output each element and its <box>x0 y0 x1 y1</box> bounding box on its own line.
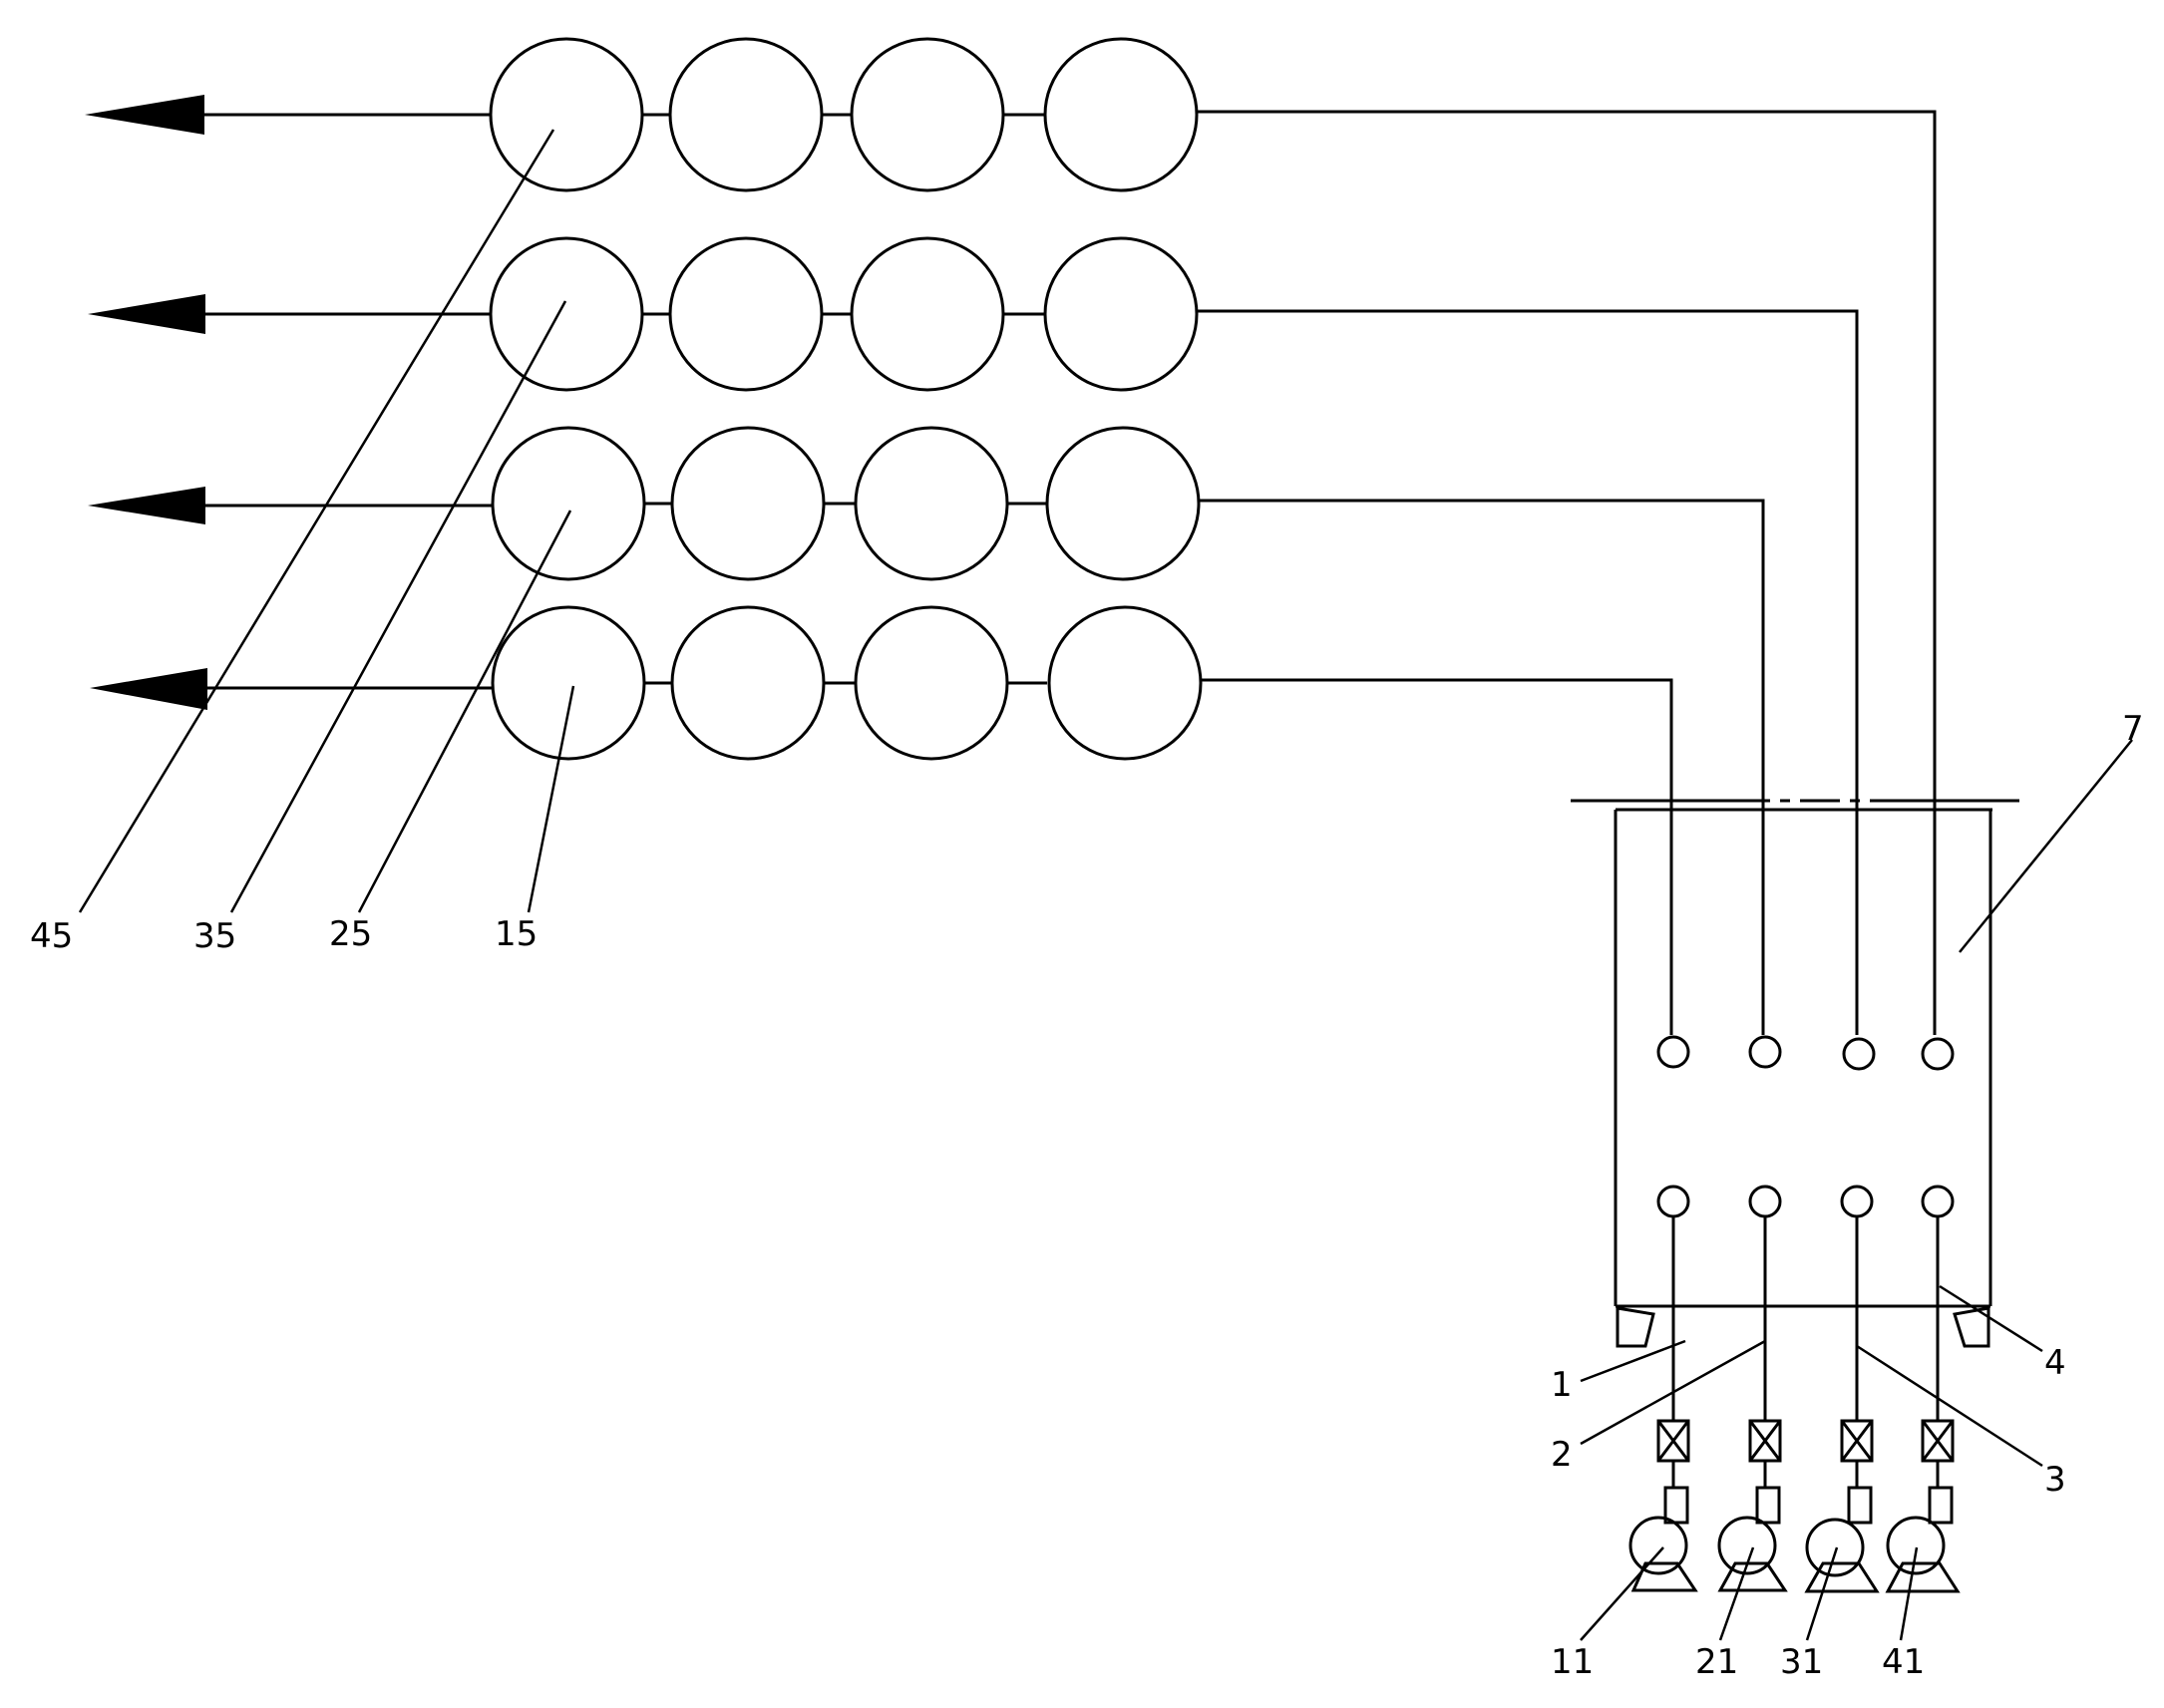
filter-vessel <box>1047 605 1203 761</box>
inlet-nozzle <box>1921 1037 1955 1071</box>
filter-vessel <box>668 37 824 192</box>
outlet-arrow-4 <box>90 668 207 710</box>
feed-pipe-1 <box>1197 110 1937 1035</box>
filter-vessel <box>489 236 644 392</box>
filter-vessel <box>489 37 644 192</box>
leader-31 <box>1805 1546 1839 1641</box>
inlet-nozzle <box>1656 1035 1690 1069</box>
leader-1 <box>1580 1339 1686 1383</box>
leader-45 <box>78 129 555 913</box>
leader-35 <box>229 300 567 913</box>
tank-foot-right <box>1953 1306 1990 1348</box>
filter-vessel <box>670 605 826 761</box>
leader-4 <box>1939 1284 2043 1353</box>
outlet-nozzle <box>1921 1185 1955 1218</box>
feed-pipe-4 <box>1201 678 1673 1035</box>
feed-pipe-2 <box>1197 309 1859 1035</box>
outlet-arrow-3 <box>88 487 205 524</box>
valve <box>1748 1419 1782 1463</box>
filter-vessel <box>1043 236 1199 392</box>
outlet-arrow-1 <box>85 95 204 135</box>
label-2: 2 <box>1551 1435 1573 1475</box>
leader-41 <box>1899 1546 1919 1641</box>
leader-11 <box>1580 1546 1664 1641</box>
label-41: 41 <box>1882 1642 1925 1682</box>
pump-41 <box>1885 1486 1961 1593</box>
filter-vessel <box>850 37 1005 192</box>
label-1: 1 <box>1551 1365 1573 1405</box>
feed-pipe-3 <box>1199 499 1765 1035</box>
filter-vessel <box>668 236 824 392</box>
leader-7 <box>1959 739 2133 953</box>
valve <box>1921 1419 1955 1463</box>
valve <box>1840 1419 1874 1463</box>
filter-row-4 <box>90 605 1673 1035</box>
label-7: 7 <box>2122 709 2144 749</box>
filter-row-2 <box>88 236 1859 1035</box>
filter-row-1 <box>85 37 1937 1035</box>
inlet-nozzle <box>1748 1035 1782 1069</box>
label-21: 21 <box>1695 1642 1738 1682</box>
label-15: 15 <box>495 914 538 954</box>
pump-31 <box>1804 1486 1880 1593</box>
filter-vessel <box>850 236 1005 392</box>
inlet-nozzle <box>1842 1037 1876 1071</box>
leader-25 <box>357 510 572 913</box>
label-4: 4 <box>2044 1343 2066 1383</box>
filter-vessel <box>670 426 826 581</box>
filter-vessel <box>854 426 1009 581</box>
label-3: 3 <box>2044 1460 2066 1500</box>
outlet-nozzle <box>1840 1185 1874 1218</box>
filter-vessel <box>491 426 646 581</box>
outlet-nozzle <box>1656 1185 1690 1218</box>
leader-15 <box>527 685 575 913</box>
tank-foot-left <box>1616 1306 1655 1348</box>
outlet-nozzle <box>1748 1185 1782 1218</box>
label-45: 45 <box>30 916 73 956</box>
pump-21 <box>1717 1486 1788 1592</box>
filter-vessel <box>854 605 1009 761</box>
filter-vessel <box>1043 37 1199 192</box>
leader-2 <box>1580 1339 1766 1446</box>
valve <box>1656 1419 1690 1463</box>
filter-vessel <box>1045 426 1201 581</box>
label-31: 31 <box>1780 1642 1823 1682</box>
filter-vessel <box>491 605 646 761</box>
outlet-arrow-2 <box>88 294 205 334</box>
leader-3 <box>1856 1344 2043 1468</box>
filter-row-3 <box>88 426 1765 1035</box>
label-25: 25 <box>329 914 372 954</box>
leader-21 <box>1718 1546 1755 1641</box>
label-11: 11 <box>1551 1642 1594 1682</box>
label-35: 35 <box>193 916 236 956</box>
